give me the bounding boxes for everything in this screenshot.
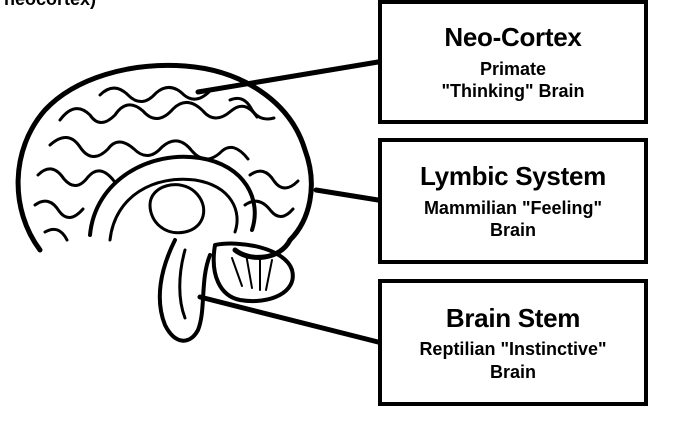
label-line: "Thinking" Brain: [441, 81, 585, 102]
connector-neo-cortex: [195, 59, 381, 95]
cerebrum-outline: [15, 62, 314, 260]
cingulate-arc: [108, 177, 239, 242]
label-line: Brain: [489, 361, 536, 382]
label-box-brain-stem: Brain Stem Reptilian "Instinctive" Brain: [378, 279, 648, 406]
cerebellum-folia: [231, 253, 273, 291]
connector-brain-stem: [197, 294, 381, 345]
label-line: Primate: [479, 58, 547, 79]
label-title: Brain Stem: [445, 302, 581, 333]
label-line: Brain: [489, 220, 536, 241]
label-box-limbic-system: Lymbic System Mammilian "Feeling" Brain: [378, 138, 648, 264]
label-line: Reptilian "Instinctive": [419, 339, 607, 360]
cerebral-gyri: [33, 86, 300, 242]
cut-off-caption: neocortex): [4, 0, 96, 10]
corpus-callosum: [88, 154, 257, 237]
thalamus: [148, 183, 206, 235]
label-title: Lymbic System: [420, 161, 606, 192]
label-box-neo-cortex: Neo-Cortex Primate "Thinking" Brain: [378, 0, 648, 124]
brain-stem: [157, 238, 212, 343]
connector-limbic: [313, 187, 381, 203]
label-title: Neo-Cortex: [444, 22, 582, 53]
label-line: Mammilian "Feeling": [423, 197, 603, 218]
cerebellum: [211, 241, 295, 303]
